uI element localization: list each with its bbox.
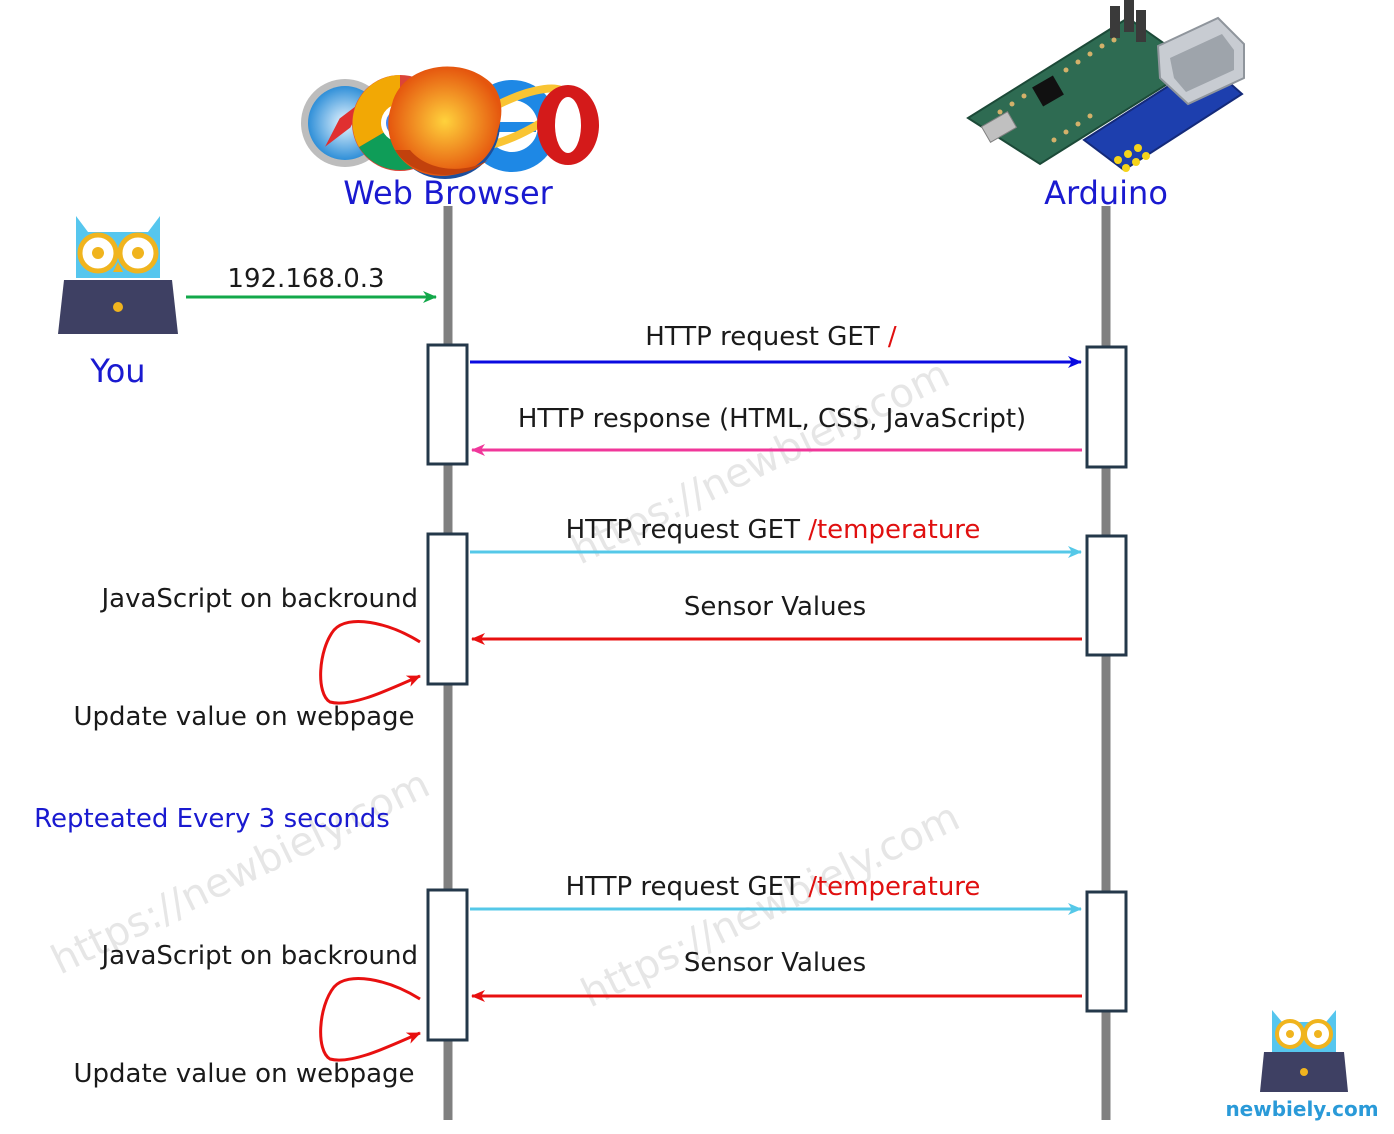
- get-temp-label: HTTP request GET /temperature: [566, 872, 981, 902]
- repeat-note: Repteated Every 3 seconds: [34, 804, 390, 834]
- browser-label: Web Browser: [343, 174, 553, 212]
- get-temp-label: HTTP request GET /temperature: [566, 515, 981, 545]
- arduino-activation: [1085, 890, 1128, 1013]
- get-root-label: HTTP request GET /: [645, 322, 897, 352]
- user-label: You: [89, 352, 145, 390]
- browser-activation: [426, 532, 469, 686]
- js-note: JavaScript on backround: [99, 584, 418, 614]
- watermark: https://newbiely.com: [574, 794, 967, 1017]
- get-root-path: /: [888, 322, 897, 352]
- sensor-label: Sensor Values: [684, 948, 866, 978]
- ip-label: 192.168.0.3: [227, 264, 384, 294]
- brand-text: newbiely.com: [1225, 1097, 1378, 1121]
- get-root-method: HTTP request GET: [645, 322, 888, 352]
- get-temp-method: HTTP request GET: [566, 872, 809, 902]
- get-temp-path: /temperature: [808, 872, 980, 902]
- arduino-activation: [1085, 534, 1128, 657]
- arduino-activation: [1085, 345, 1128, 469]
- arduino-label: Arduino: [1044, 174, 1168, 212]
- self-loop-arrow: [319, 977, 421, 1062]
- opera-icon: [537, 85, 599, 165]
- response-label: HTTP response (HTML, CSS, JavaScript): [518, 404, 1026, 434]
- js-note: JavaScript on backround: [99, 941, 418, 971]
- get-temp-path: /temperature: [808, 515, 980, 545]
- update-note: Update value on webpage: [73, 702, 414, 732]
- self-loop-arrow: [319, 620, 421, 705]
- brand-logo: [1260, 1010, 1348, 1092]
- browser-activation: [426, 343, 469, 466]
- browser-icons: [301, 66, 599, 179]
- arduino-board-icon: [966, 0, 1245, 172]
- sensor-label: Sensor Values: [684, 592, 866, 622]
- browser-activation: [426, 888, 469, 1042]
- owl-laptop-icon: [58, 216, 178, 334]
- firefox-icon: [388, 66, 502, 179]
- get-temp-method: HTTP request GET: [566, 515, 809, 545]
- update-note: Update value on webpage: [73, 1059, 414, 1089]
